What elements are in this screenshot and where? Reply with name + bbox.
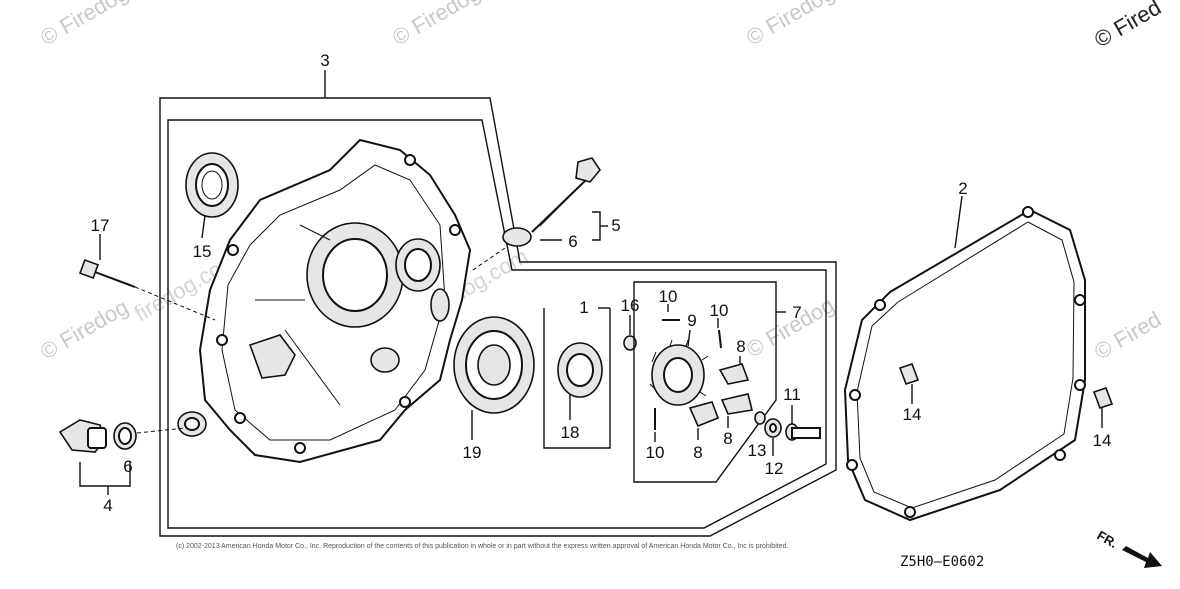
copyright-notice: (c) 2002-2013 American Honda Motor Co., …: [176, 543, 788, 550]
callout-10: 10: [646, 443, 665, 462]
watermark-text: © Firedog: [742, 292, 838, 362]
pin-10: [654, 319, 722, 430]
callout-6: 6: [123, 457, 132, 476]
callout-17: 17: [91, 216, 110, 235]
callout-7: 7: [792, 303, 801, 322]
oil-seal-15: [185, 152, 239, 218]
governor-gear-9: [649, 339, 709, 406]
diagram-code: Z5H0—E0602: [900, 554, 984, 570]
leader-line: [201, 214, 206, 239]
o-ring-6: [113, 422, 137, 450]
watermark-text: © Fired: [1090, 306, 1165, 364]
leader-line: [469, 247, 506, 273]
callout-8: 8: [736, 337, 745, 356]
washer-12: [764, 418, 782, 438]
front-direction-arrow-icon: FR.: [1095, 528, 1162, 568]
watermark-text: © Firedog: [36, 294, 132, 364]
callout-19: 19: [463, 443, 482, 462]
watermark-text: © Firedog.com: [36, 0, 174, 50]
bracket-5: [592, 211, 601, 241]
watermark-text: © Firedog.com: [388, 0, 526, 50]
leader-line: [687, 329, 691, 347]
callout-18: 18: [561, 423, 580, 442]
washer-13: [754, 411, 766, 425]
callout-10: 10: [659, 287, 678, 306]
callout-16: 16: [621, 296, 640, 315]
callout-3: 3: [320, 51, 329, 70]
callout-1: 1: [579, 298, 588, 317]
callout-8: 8: [723, 429, 732, 448]
dipstick-5: [502, 157, 601, 247]
assembly-box-3-inner: [167, 119, 827, 529]
callout-13: 13: [748, 441, 767, 460]
crankcase-cover: [177, 138, 472, 464]
dowel-pin-14: [898, 362, 1114, 410]
callout-10: 10: [710, 301, 729, 320]
ball-bearing-18: [557, 342, 603, 398]
callout-11: 11: [783, 385, 801, 404]
ball-bearing-19: [453, 316, 535, 414]
callout-layer: 3 2 17 15 5 6 1 16 10 9 10 7 8 11 8 8 13…: [91, 51, 1112, 515]
callout-14: 14: [1093, 431, 1112, 450]
governor-shaft-11: [785, 423, 821, 441]
oil-filler-cap-4: [58, 419, 107, 453]
watermark-text: © Firedog.com: [742, 0, 880, 50]
callout-12: 12: [765, 459, 784, 478]
callout-8: 8: [693, 443, 702, 462]
leader-line: [136, 427, 186, 434]
callout-9: 9: [687, 311, 696, 330]
assembly-box-3-outer: [159, 97, 837, 537]
callout-2: 2: [958, 179, 967, 198]
bracket-4: [79, 462, 131, 487]
flange-bolt-17: [79, 259, 216, 321]
callout-14: 14: [903, 405, 922, 424]
callout-4: 4: [103, 496, 112, 515]
nut-16: [623, 335, 637, 351]
front-label: FR.: [1095, 528, 1121, 551]
bracket-1: [543, 308, 611, 449]
watermark-text: © Fired: [1090, 0, 1165, 52]
bracket-7: [633, 281, 777, 483]
callout-6: 6: [568, 232, 577, 251]
callout-5: 5: [611, 216, 620, 235]
callout-15: 15: [193, 242, 212, 261]
leader-line: [954, 195, 963, 249]
gasket-2: [843, 206, 1086, 522]
governor-slider-8: [688, 363, 753, 428]
